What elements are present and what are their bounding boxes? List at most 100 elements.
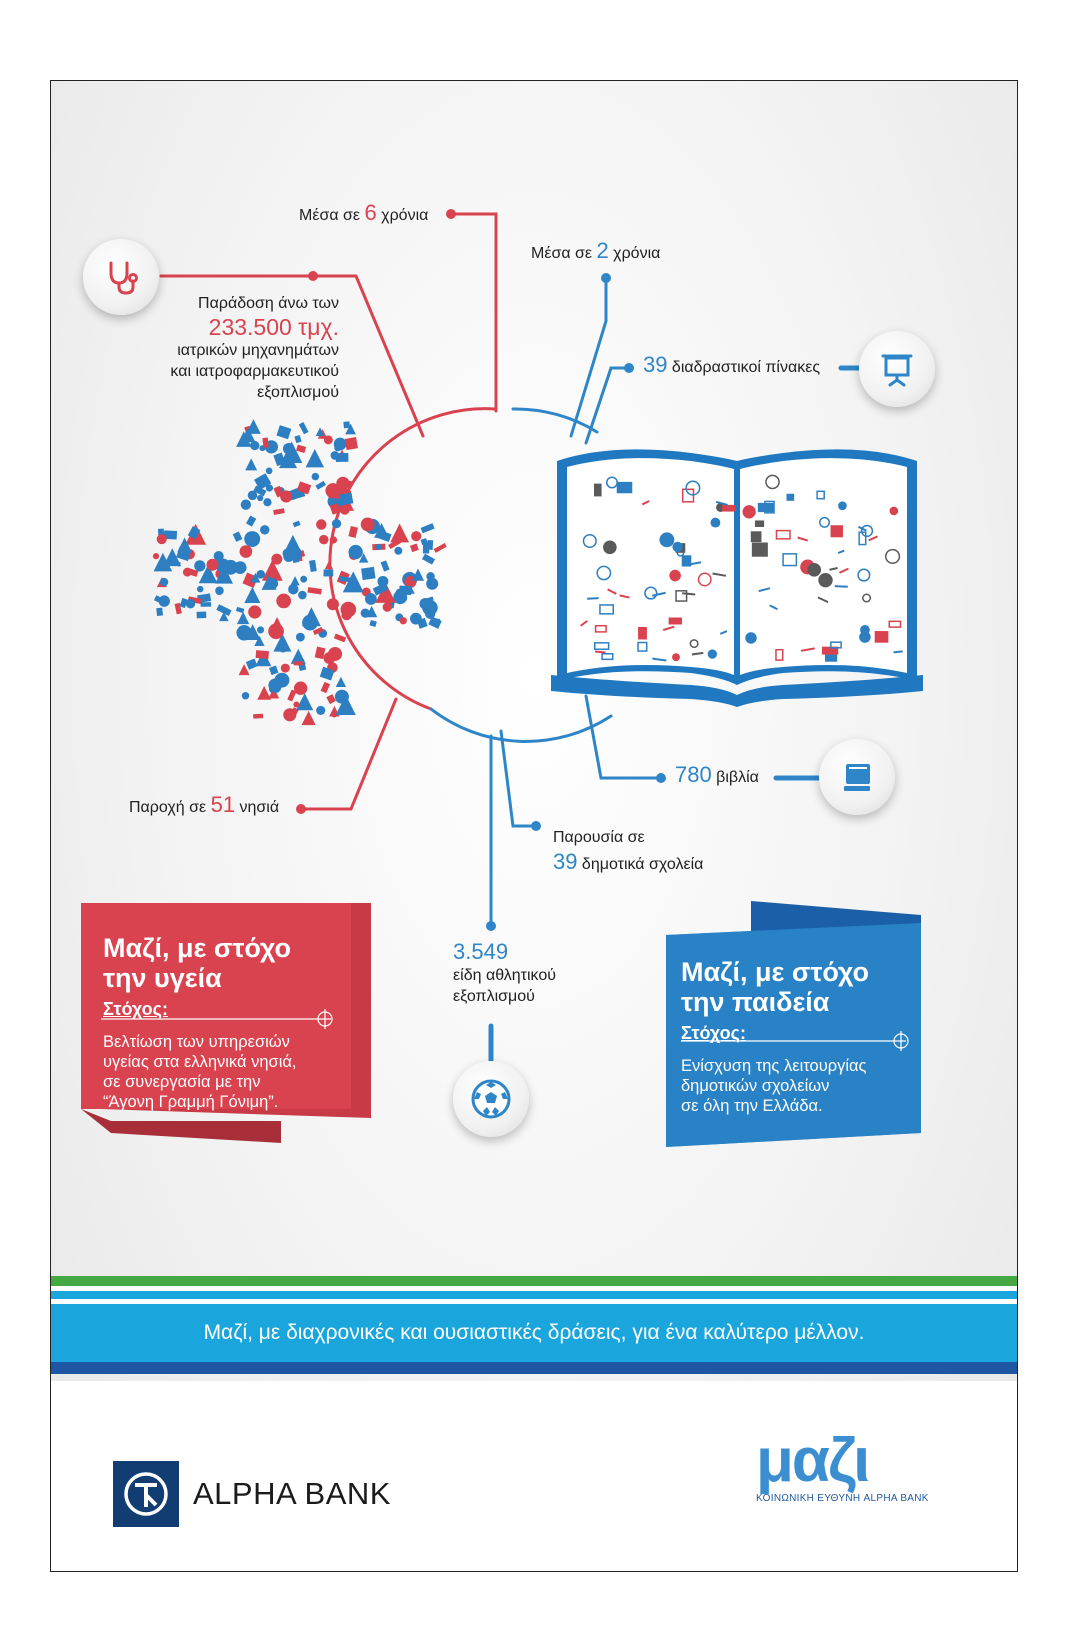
dot-health-islands [296,804,306,814]
edu-sports-label: 3.549 είδη αθλητικού εξοπλισμού [453,939,556,1007]
cross-collage-shape [263,577,273,587]
book-doodle-shape [821,646,839,655]
dot-edu-sports [486,921,496,931]
cross-collage-shape [314,646,326,660]
book-doodle-shape [838,501,847,511]
cross-collage-shape [232,531,243,542]
alpha-bank-emblem-icon [113,1461,179,1527]
dot-edu-years [601,273,611,283]
book-doodle-shape [605,476,618,489]
book-doodle-shape [689,639,699,649]
education-banner-text-line1: Ενίσχυση της λειτουργίας [681,1057,867,1075]
cross-collage-shape [245,458,258,471]
cross-collage-shape [375,582,396,603]
cross-collage-shape [420,523,435,534]
cross-collage-shape [236,611,250,625]
book-doodle-shape [675,590,688,602]
book-doodle-shape [885,548,901,564]
education-banner-title-line1: Μαζί, με στόχο [681,957,869,987]
health-years-number: 6 [364,200,377,225]
cross-collage-shape [361,566,376,581]
cross-collage-shape [268,623,284,640]
book-doodle-shape [601,653,614,661]
dot-edu-boards [624,363,634,373]
cross-collage-shape [253,485,267,497]
book-doodle-shape [782,553,798,567]
cross-collage-shape [340,601,357,618]
medical-cross-collage [152,419,447,726]
cross-collage-shape [153,552,173,572]
cross-collage-shape [320,681,331,694]
book-doodle-shape [638,626,647,640]
alpha-bank-name: ALPHA BANK [193,1476,391,1511]
cross-collage-shape [235,606,245,614]
cross-collage-shape [345,423,356,435]
cross-collage-shape [311,472,320,481]
edu-schools-number: 39 [553,849,578,874]
cross-collage-shape [215,565,234,584]
cross-collage-shape [240,499,252,510]
cross-collage-shape [420,538,428,545]
edu-sports-line1: είδη αθλητικού [453,967,557,984]
book-doodle-shape [862,593,872,603]
cross-collage-shape [187,526,201,540]
mazi-word: μαζι [756,1426,870,1495]
cross-collage-shape [331,518,342,529]
edu-boards-text: διαδραστικοί πίνακες [667,359,821,376]
cross-collage-shape [198,564,218,584]
book-doodle-shape [816,490,825,500]
book-doodle-shape [641,500,650,506]
cross-collage-shape [196,585,204,593]
alpha-bank-logo: ALPHA BANK [113,1461,391,1527]
book-doodle-shape [594,624,607,633]
book-doodle-shape [607,588,617,595]
cross-collage-shape [295,632,305,642]
cross-collage-shape [290,576,300,586]
cross-collage-shape [294,434,302,444]
cross-collage-shape [239,545,253,558]
book-doodle-shape [775,648,784,661]
book-doodle-shape [860,524,874,538]
cross-collage-shape [426,539,434,550]
cross-collage-shape [287,689,297,702]
cross-collage-shape [399,617,407,625]
book-doodle-shape [893,650,903,654]
cross-collage-shape [344,436,358,451]
health-supply-line2: ιατρικών μηχανημάτων [177,342,339,359]
cross-collage-shape [246,419,261,434]
edu-boards-number: 39 [643,352,668,377]
cross-collage-shape [329,503,341,515]
cross-collage-shape [268,687,280,699]
book-doodle-shape [668,617,683,625]
cross-collage-shape [433,543,447,553]
book-doodle-shape [580,620,588,627]
book-doodle-shape [800,647,815,652]
cross-collage-shape [293,661,303,666]
cross-collage-shape [335,694,356,716]
cross-collage-shape [296,693,314,711]
book-doodle-shape [858,531,867,546]
book-doodle-shape [837,549,845,554]
health-years-post: χρόνια [376,207,429,224]
cross-collage-shape [271,553,283,565]
cross-collage-shape [268,665,279,676]
edu-schools-text: δημοτικά σχολεία [577,856,704,873]
dot-health-years [446,209,456,219]
cross-collage-shape [326,694,336,705]
mazi-logo: μαζι ΚΟΙΝΩΝΙΚΗ ΕΥΘΥΝΗ ALPHA BANK [756,1426,956,1505]
book-doodle-shape [859,631,871,643]
health-banner-text-line3: σε συνεργασία με την [103,1073,261,1091]
cross-collage-shape [425,608,436,620]
cross-collage-shape [329,536,338,544]
book-doodle-shape [889,506,899,516]
book-doodle-shape [754,520,765,527]
presentation-board-icon [859,331,935,407]
cross-collage-shape [305,448,324,468]
cross-collage-shape [257,653,269,665]
cross-collage-shape [283,534,302,554]
cross-collage-shape [307,587,322,595]
book-doodle-shape [868,535,878,542]
cross-collage-shape [273,508,285,515]
cross-collage-shape [319,534,329,545]
cross-collage-shape [421,596,434,604]
